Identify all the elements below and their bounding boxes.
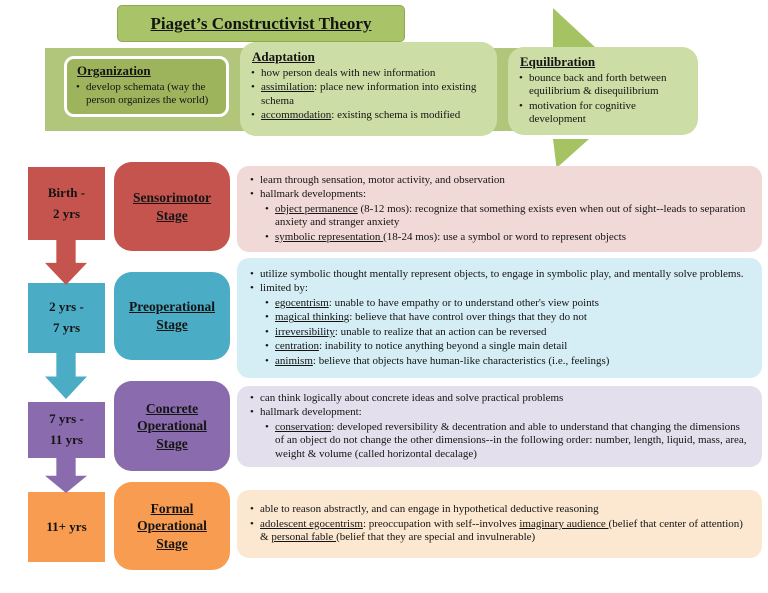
- stage-box-sensorimotor: Sensorimotor Stage: [114, 162, 230, 251]
- underlined-term: accommodation: [261, 109, 332, 122]
- text-run: : inability to notice anything beyond a …: [318, 340, 568, 353]
- flow-arrow-top-triangle: [553, 8, 595, 47]
- underlined-term: personal fable: [271, 531, 337, 544]
- bullet-item: hallmark developments:: [249, 188, 750, 202]
- description-box-formal-operational: able to reason abstractly, and can engag…: [237, 490, 762, 558]
- text-run: bounce back and forth between equilibriu…: [529, 72, 667, 98]
- bullet-list-preoperational: utilize symbolic thought mentally repres…: [249, 267, 750, 369]
- underlined-term: conservation: [275, 420, 332, 433]
- flow-arrow-bottom-triangle: [553, 139, 589, 168]
- concept-heading-organization: Organization: [77, 63, 151, 78]
- bullet-item: conservation: developed reversibility & …: [264, 421, 750, 461]
- bullet-item: animism: believe that objects have human…: [264, 354, 750, 369]
- bullet-item: irreversibility: unable to realize that …: [264, 325, 750, 340]
- bullet-item: magical thinking: believe that have cont…: [264, 311, 750, 325]
- text-run: utilize symbolic thought mentally repres…: [260, 268, 744, 281]
- text-run: can think logically about concrete ideas…: [260, 391, 564, 404]
- bullet-list-concrete-operational: can think logically about concrete ideas…: [249, 391, 750, 462]
- bullet-item: can think logically about concrete ideas…: [249, 391, 750, 406]
- bullet-item: develop schemata (way the person organiz…: [75, 81, 218, 108]
- underlined-term: animism: [275, 354, 313, 367]
- age-range-sensorimotor: Birth - 2 yrs: [28, 167, 105, 240]
- bullet-item: how person deals with new information: [250, 67, 487, 81]
- text-run: : believe that objects have human-like c…: [312, 354, 610, 367]
- bullet-item: assimilation: place new information into…: [250, 81, 487, 108]
- bullet-list-equilibration: bounce back and forth between equilibriu…: [518, 72, 688, 127]
- bullet-item: centration: inability to notice anything…: [264, 340, 750, 354]
- text-run: : existing schema is modified: [331, 109, 461, 122]
- text-run: : unable to have empathy or to understan…: [328, 296, 599, 309]
- text-run: motivation for cognitive development: [529, 99, 636, 126]
- age-range-preoperational: 2 yrs - 7 yrs: [28, 283, 105, 353]
- concept-heading-adaptation: Adaptation: [252, 49, 315, 64]
- text-run: develop schemata (way the person organiz…: [86, 81, 209, 107]
- text-run: : place new information into existing sc…: [261, 81, 477, 107]
- text-run: limited by:: [260, 282, 308, 295]
- underlined-term: symbolic representation: [275, 230, 384, 243]
- underlined-term: adolescent egocentrism: [260, 517, 363, 530]
- bullet-list-sensorimotor: learn through sensation, motor activity,…: [249, 173, 750, 245]
- underlined-term: assimilation: [261, 81, 315, 94]
- title-box: Piaget’s Constructivist Theory: [117, 5, 405, 42]
- bullet-item: hallmark development:: [249, 406, 750, 420]
- stage-box-formal-operational: Formal Operational Stage: [114, 482, 230, 570]
- concept-box-adaptation: Adaptation how person deals with new inf…: [240, 42, 497, 136]
- bullet-item: able to reason abstractly, and can engag…: [249, 503, 750, 517]
- underlined-term: imaginary audience: [519, 517, 609, 530]
- underlined-term: magical thinking: [275, 311, 350, 324]
- text-run: able to reason abstractly, and can engag…: [260, 503, 599, 516]
- text-run: : preoccupation with self--involves: [362, 517, 520, 530]
- text-run: : developed reversibility & decentration…: [275, 420, 747, 460]
- text-run: learn through sensation, motor activity,…: [260, 173, 505, 186]
- bullet-item: symbolic representation (18-24 mos): use…: [264, 230, 750, 245]
- age-range-concrete-operational: 7 yrs - 11 yrs: [28, 402, 105, 458]
- concept-box-organization: Organization develop schemata (way the p…: [64, 56, 229, 117]
- description-box-concrete-operational: can think logically about concrete ideas…: [237, 386, 762, 467]
- text-run: (belief that center of attention) &: [260, 517, 743, 544]
- description-box-sensorimotor: learn through sensation, motor activity,…: [237, 166, 762, 252]
- down-arrow-2: [45, 352, 87, 399]
- underlined-term: centration: [275, 340, 319, 353]
- bullet-item: utilize symbolic thought mentally repres…: [249, 268, 750, 282]
- concept-box-equilibration: Equilibration bounce back and forth betw…: [508, 47, 698, 135]
- bullet-item: learn through sensation, motor activity,…: [249, 173, 750, 188]
- text-run: : believe that have control over things …: [349, 311, 587, 324]
- bullet-list-organization: develop schemata (way the person organiz…: [75, 81, 218, 108]
- stage-box-preoperational: Preoperational Stage: [114, 272, 230, 360]
- down-arrow-1: [45, 239, 87, 285]
- underlined-term: egocentrism: [275, 296, 329, 309]
- text-run: hallmark development:: [260, 406, 362, 419]
- age-range-formal-operational: 11+ yrs: [28, 492, 105, 562]
- bullet-item: adolescent egocentrism: preoccupation wi…: [249, 518, 750, 545]
- bullet-item: accommodation: existing schema is modifi…: [250, 109, 487, 123]
- concept-heading-equilibration: Equilibration: [520, 54, 596, 69]
- text-run: hallmark developments:: [260, 188, 366, 201]
- page-title: Piaget’s Constructivist Theory: [150, 13, 372, 33]
- bullet-list-adaptation: how person deals with new information ass…: [250, 67, 487, 123]
- text-run: (18-24 mos): use a symbol or word to rep…: [383, 230, 627, 243]
- bullet-list-formal-operational: able to reason abstractly, and can engag…: [249, 502, 750, 545]
- bullet-item: bounce back and forth between equilibriu…: [518, 72, 688, 99]
- bullet-item: object permanence (8-12 mos): recognize …: [264, 203, 750, 230]
- bullet-item: egocentrism: unable to have empathy or t…: [264, 296, 750, 311]
- bullet-item: limited by:: [249, 282, 750, 296]
- description-box-preoperational: utilize symbolic thought mentally repres…: [237, 258, 762, 378]
- text-run: : unable to realize that an action can b…: [334, 325, 547, 338]
- underlined-term: object permanence: [275, 202, 358, 215]
- underlined-term: irreversibility: [275, 325, 335, 338]
- bullet-item: motivation for cognitive development: [518, 100, 688, 127]
- text-run: (8-12 mos): recognize that something exi…: [275, 202, 746, 229]
- text-run: how person deals with new information: [261, 67, 436, 79]
- text-run: (belief that they are special and invuln…: [336, 531, 536, 544]
- stage-box-concrete-operational: Concrete Operational Stage: [114, 381, 230, 471]
- down-arrow-3: [45, 457, 87, 493]
